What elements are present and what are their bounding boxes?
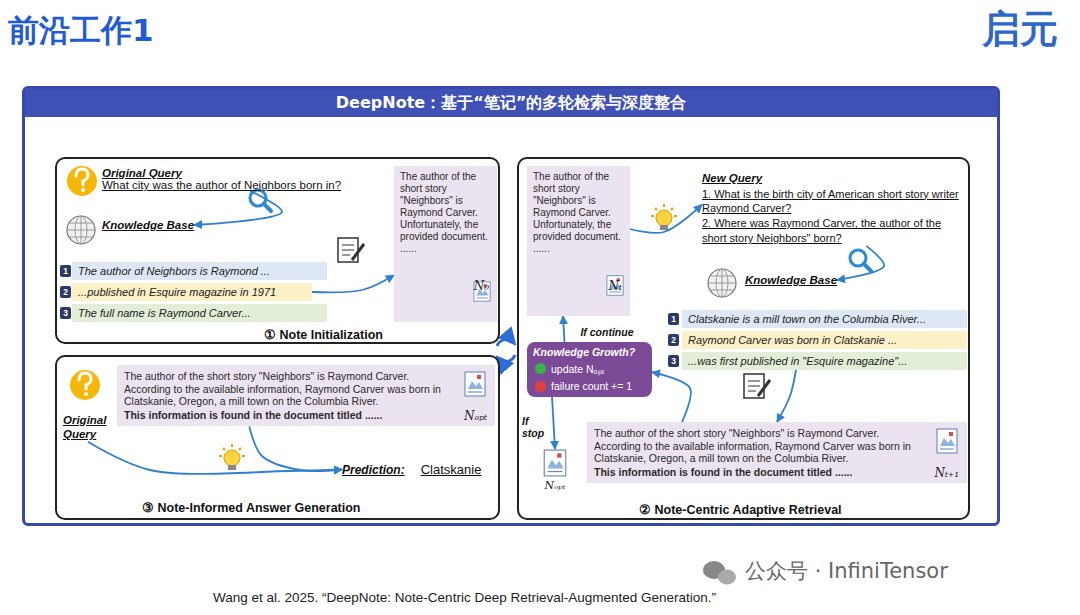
watermark: 公众号 · InfiniTensor xyxy=(745,557,948,585)
note-box: The author of the short story "Neighbors… xyxy=(527,166,630,316)
edge-label: If stop xyxy=(520,416,548,439)
outer-panel: DeepNote：基于“笔记”的多轮检索与深度整合 ① Note Initiali… xyxy=(22,86,1000,526)
note-box: The author of the short story "Neighbors… xyxy=(587,422,967,483)
node-text: Original Query xyxy=(63,413,113,442)
callout-number: 3 xyxy=(60,307,71,319)
node-text: The author of the short story "Neighbors… xyxy=(400,171,491,255)
document-icon xyxy=(936,428,958,454)
node-text: ...was first published in "Esquire magaz… xyxy=(688,352,961,370)
flow-arrow xyxy=(837,246,884,280)
wechat-icon xyxy=(703,561,736,585)
node-text: Knowledge Base xyxy=(745,274,837,286)
node-text: The author of the short story "Neighbors… xyxy=(533,171,624,255)
document-row: The author of Neighbors is Raymond ... xyxy=(72,262,327,280)
node-subtext: Nₜ xyxy=(533,279,624,293)
node-text: ② Note-Centric Adaptive Retrieval xyxy=(639,502,842,517)
node-text: ① Note Initialization xyxy=(264,327,383,342)
node-subtext: 2. Where was Raymond Carver, the author … xyxy=(702,216,967,246)
node-subtext: Nₜ₊₁ xyxy=(934,466,959,480)
node-subtext: N₀ xyxy=(400,279,491,293)
document-icon xyxy=(464,371,486,397)
document-icon xyxy=(543,449,567,477)
node-text: DeepNote：基于“笔记”的多轮检索与深度整合 xyxy=(25,89,997,117)
knowledge-base: Knowledge Base xyxy=(745,274,837,286)
callout-number: 2 xyxy=(60,286,71,298)
note-box: The author of the short story "Neighbors… xyxy=(394,166,497,322)
brand-logo: 启元 xyxy=(982,4,1058,55)
callout-number: 3 xyxy=(668,355,679,367)
flow-arrow xyxy=(563,316,564,342)
flow-arrow xyxy=(552,397,555,449)
node-subtext: 1. What is the birth city of American sh… xyxy=(702,187,967,217)
node-subtext: Clatskanie xyxy=(421,462,482,477)
node-subtext: update Nₒₚₜ xyxy=(533,362,646,376)
flow-arrow xyxy=(630,205,702,233)
node-text: The author of the short story "Neighbors… xyxy=(124,370,451,408)
node-subtext: Nₒₚₜ xyxy=(464,409,487,423)
figure-caption: Wang et al. 2025. “DeepNote: Note-Centri… xyxy=(213,590,716,605)
flow-arrow xyxy=(88,442,342,474)
node-text: ...published in Esquire magazine in 1971 xyxy=(78,283,306,301)
node-text: The author of Neighbors is Raymond ... xyxy=(78,262,321,280)
callout-number: 2 xyxy=(668,334,679,346)
final-note-icon: Nₒₚₜ xyxy=(537,449,573,492)
flow-arrow xyxy=(194,191,282,225)
document-row: The full name is Raymond Carver... xyxy=(72,304,327,322)
node-text: Nₒₚₜ xyxy=(537,479,573,492)
flow-arrow xyxy=(652,372,691,422)
node-text: Prediction: xyxy=(342,463,405,477)
cycle-arrows xyxy=(497,339,515,361)
node-text: The full name is Raymond Carver... xyxy=(78,304,321,322)
flow-arrow xyxy=(777,370,796,422)
node-text: New Query xyxy=(702,171,967,187)
callout-number: 1 xyxy=(60,265,71,277)
document-row: ...was first published in "Esquire magaz… xyxy=(682,352,967,370)
callout-number: 1 xyxy=(668,313,679,325)
query-block: Original QueryWhat city was the author o… xyxy=(102,167,341,191)
node-text: Knowledge Growth? xyxy=(533,346,646,358)
stage-panel: ① Note Initialization Original QueryWhat … xyxy=(55,157,500,344)
prediction-block: Prediction: Clatskanie xyxy=(342,462,481,477)
node-text: Original Query xyxy=(102,167,341,179)
stage-panel: ③ Note-Informed Answer Generation Origina… xyxy=(55,355,500,520)
page-title: 前沿工作1 xyxy=(8,10,154,52)
node-text: Raymond Carver was born in Clatskanie ..… xyxy=(688,331,961,349)
new-query-block: New Query1. What is the birth city of Am… xyxy=(702,171,967,246)
node-subtext: This information is found in the documen… xyxy=(594,466,923,479)
flow-arrow xyxy=(249,426,342,471)
stage-panel: ② Note-Centric Adaptive Retrieval The aut… xyxy=(517,157,970,520)
node-subtext: This information is found in the documen… xyxy=(124,409,451,422)
node-text: The author of the short story "Neighbors… xyxy=(594,427,923,465)
document-row: ...published in Esquire magazine in 1971 xyxy=(72,283,312,301)
node-text: Knowledge Base xyxy=(102,219,194,231)
note-box: The author of the short story "Neighbors… xyxy=(117,365,495,426)
document-row: Raymond Carver was born in Clatskanie ..… xyxy=(682,331,967,349)
query-block: Original Query xyxy=(63,413,113,442)
edge-label: If continue xyxy=(578,326,635,338)
knowledge-base: Knowledge Base xyxy=(102,219,194,231)
node-text: Clatskanie is a mill town on the Columbi… xyxy=(688,310,961,328)
node-text: ③ Note-Informed Answer Generation xyxy=(142,500,361,515)
document-row: Clatskanie is a mill town on the Columbi… xyxy=(682,310,967,328)
node-subtext: failure count += 1 xyxy=(533,380,646,392)
decision-box: Knowledge Growth? update Nₒₚₜ failure coun… xyxy=(527,342,652,397)
node-subtext: What city was the author of Neighbors bo… xyxy=(102,179,341,191)
